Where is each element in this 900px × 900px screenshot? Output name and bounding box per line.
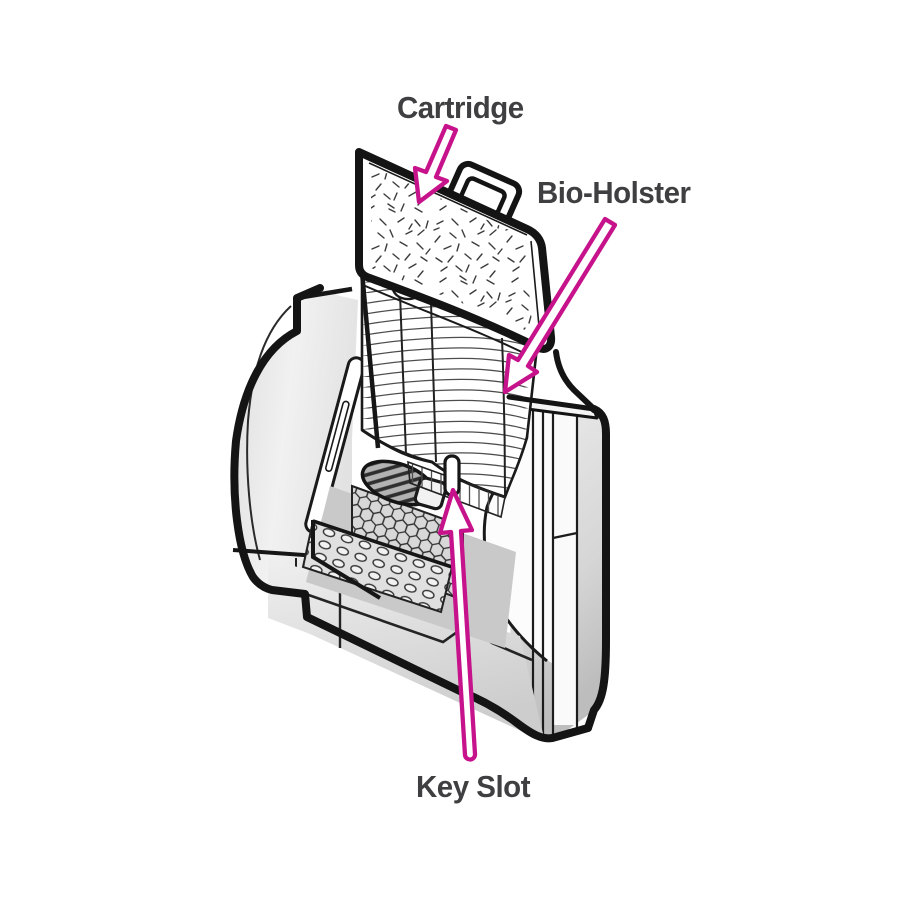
outer-contour bbox=[230, 284, 610, 743]
pump-housing-inner-curve bbox=[246, 305, 292, 561]
label-cartridge: Cartridge bbox=[397, 90, 524, 125]
cartridge-arrow bbox=[412, 123, 459, 205]
label-key-slot: Key Slot bbox=[416, 769, 531, 804]
tray-left-edge bbox=[311, 520, 382, 600]
wall-seam-lines bbox=[531, 410, 579, 736]
cartridge-panel bbox=[355, 148, 556, 353]
cartridge-inner-margin bbox=[368, 162, 541, 338]
cartridge-floss-texture bbox=[371, 166, 533, 334]
holster-lip-lower-line bbox=[362, 284, 535, 359]
bracket-step bbox=[552, 531, 578, 540]
wall-highlight-band bbox=[553, 413, 577, 725]
holster-divider-lines bbox=[399, 292, 506, 496]
housing-seam bbox=[232, 548, 319, 558]
label-bio-holster: Bio-Holster bbox=[537, 175, 691, 210]
tray-top-edge bbox=[312, 519, 453, 569]
bio-holster-arrow bbox=[502, 216, 618, 395]
key-slot-arrow bbox=[437, 487, 478, 762]
holster-left-edge bbox=[359, 271, 381, 449]
callout-arrows bbox=[412, 123, 618, 762]
